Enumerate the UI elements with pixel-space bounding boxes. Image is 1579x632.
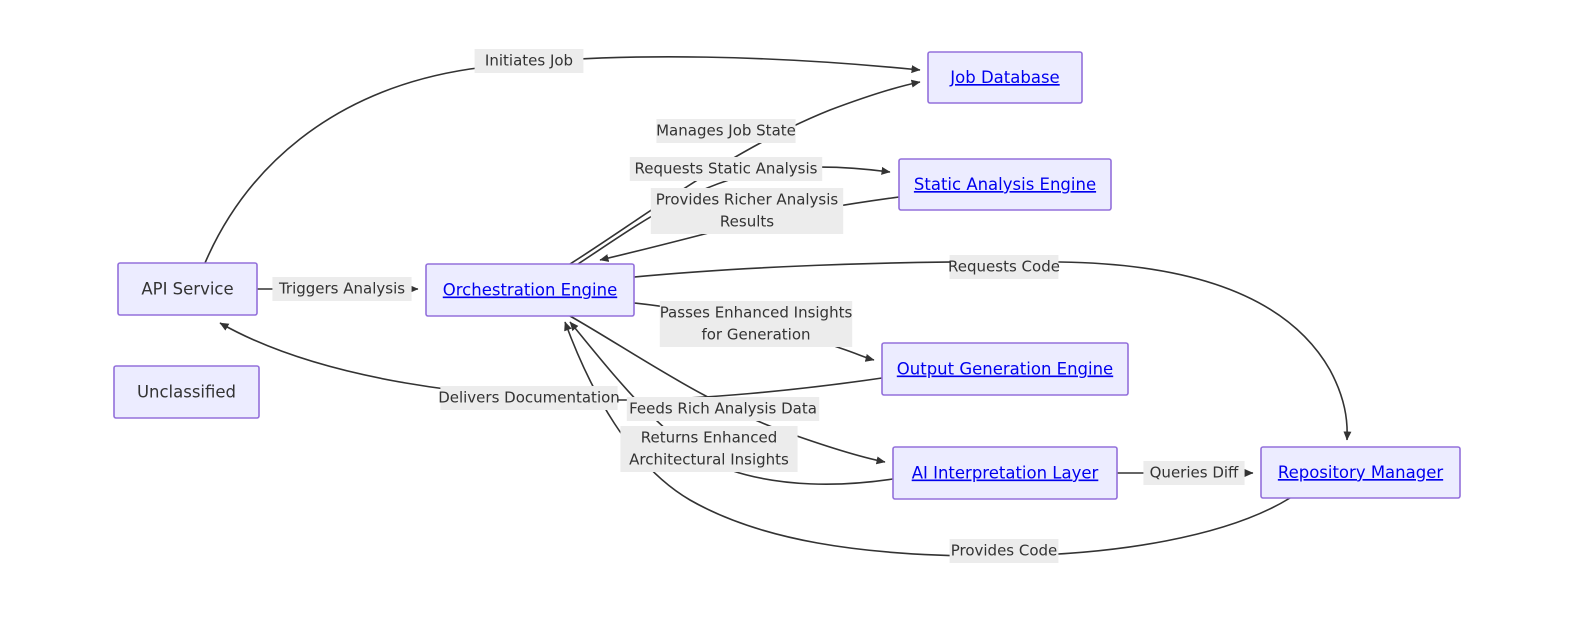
node-box-output-generation-engine [881, 342, 1129, 396]
node-job-database[interactable]: Job Database [927, 51, 1083, 104]
edge-label-line: Requests Static Analysis [635, 160, 818, 178]
node-label-ai-interpretation-layer[interactable]: AI Interpretation Layer [912, 464, 1099, 483]
node-static-analysis-engine[interactable]: Static Analysis Engine [898, 158, 1112, 211]
edge-label-background [474, 49, 584, 73]
edge-label-line: Passes Enhanced Insights [660, 304, 853, 322]
edge-label-line: Delivers Documentation [438, 389, 620, 407]
node-label-unclassified: Unclassified [137, 383, 236, 402]
node-label-orchestration-engine[interactable]: Orchestration Engine [443, 281, 617, 300]
edge-requests-code [633, 260, 1352, 441]
edge-label-queries-diff: Queries Diff [1143, 461, 1245, 485]
edge-label-initiates-job: Initiates Job [474, 49, 584, 73]
node-output-generation-engine[interactable]: Output Generation Engine [881, 342, 1129, 396]
node-box-api-service [117, 262, 258, 316]
edge-label-background [440, 386, 618, 410]
edge-label-line: Queries Diff [1150, 464, 1239, 482]
edge-label-line: Results [720, 213, 774, 231]
node-box-static-analysis-engine [898, 158, 1112, 211]
node-label-output-generation-engine[interactable]: Output Generation Engine [897, 360, 1113, 379]
node-ai-interpretation-layer[interactable]: AI Interpretation Layer [892, 446, 1118, 500]
node-api-service: API Service [117, 262, 258, 316]
edge-label-manages-job-state: Manages Job State [656, 119, 796, 143]
edge-label-provides-code: Provides Code [949, 539, 1059, 563]
edge-feeds-rich-analysis-data [569, 315, 886, 465]
node-box-orchestration-engine [425, 263, 635, 317]
edge-label-passes-enhanced-insights-for-generation: Passes Enhanced Insights for Generation [659, 301, 853, 347]
edge-label-background [626, 397, 820, 421]
edge-label-background [949, 255, 1059, 279]
edge-label-line: Triggers Analysis [278, 280, 405, 298]
edge-label-background [656, 119, 796, 143]
edge-label-line: for Generation [701, 326, 810, 344]
edge-label-feeds-rich-analysis-data: Feeds Rich Analysis Data [626, 397, 820, 421]
edge-label-requests-static-analysis: Requests Static Analysis [629, 157, 823, 181]
node-label-static-analysis-engine[interactable]: Static Analysis Engine [914, 175, 1096, 194]
edge-label-background [629, 157, 823, 181]
edge-label-background [272, 277, 412, 301]
node-box-repository-manager [1260, 446, 1461, 499]
node-label-api-service: API Service [141, 280, 233, 299]
edge-label-line: Feeds Rich Analysis Data [629, 400, 817, 418]
edge-label-background [650, 188, 844, 234]
edge-label-line: Requests Code [948, 258, 1060, 276]
edge-label-line: Manages Job State [656, 122, 796, 140]
node-box-job-database [927, 51, 1083, 104]
node-label-repository-manager[interactable]: Repository Manager [1278, 463, 1444, 482]
node-unclassified: Unclassified [113, 365, 260, 419]
edge-label-background [620, 426, 798, 472]
edge-label-line: Returns Enhanced [641, 429, 778, 447]
node-box-ai-interpretation-layer [892, 446, 1118, 500]
node-repository-manager[interactable]: Repository Manager [1260, 446, 1461, 499]
node-label-job-database[interactable]: Job Database [949, 68, 1059, 87]
edge-label-background [1143, 461, 1245, 485]
edge-label-line: Provides Code [951, 542, 1058, 560]
edge-label-requests-code: Requests Code [948, 255, 1060, 279]
edge-label-line: Initiates Job [485, 52, 573, 70]
edge-label-triggers-analysis: Triggers Analysis [272, 277, 412, 301]
edge-provides-code [564, 321, 1291, 557]
edge-label-line: Architectural Insights [629, 451, 789, 469]
edge-label-background [949, 539, 1059, 563]
node-box-unclassified [113, 365, 260, 419]
edge-label-line: Provides Richer Analysis [656, 191, 839, 209]
node-orchestration-engine[interactable]: Orchestration Engine [425, 263, 635, 317]
edge-label-background [659, 301, 853, 347]
edge-label-delivers-documentation: Delivers Documentation [438, 386, 620, 410]
